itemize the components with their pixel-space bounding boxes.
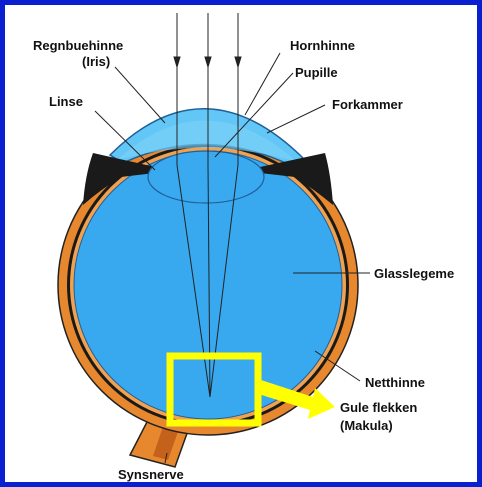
label-optic-nerve: Synsnerve bbox=[118, 467, 184, 482]
label-retina: Netthinne bbox=[365, 375, 425, 390]
label-iris-sub: (Iris) bbox=[82, 54, 110, 69]
eye-cross-section: Regnbuehinne (Iris) Linse Hornhinne Pupi… bbox=[5, 5, 482, 487]
label-vitreous-body: Glasslegeme bbox=[374, 266, 454, 281]
label-macula-sub: (Makula) bbox=[340, 418, 393, 433]
label-iris: Regnbuehinne bbox=[33, 38, 123, 53]
label-anterior-chamber: Forkammer bbox=[332, 97, 403, 112]
label-pupil: Pupille bbox=[295, 65, 338, 80]
lens bbox=[148, 151, 264, 203]
label-macula: Gule flekken bbox=[340, 400, 417, 415]
label-cornea: Hornhinne bbox=[290, 38, 355, 53]
label-lens: Linse bbox=[49, 94, 83, 109]
